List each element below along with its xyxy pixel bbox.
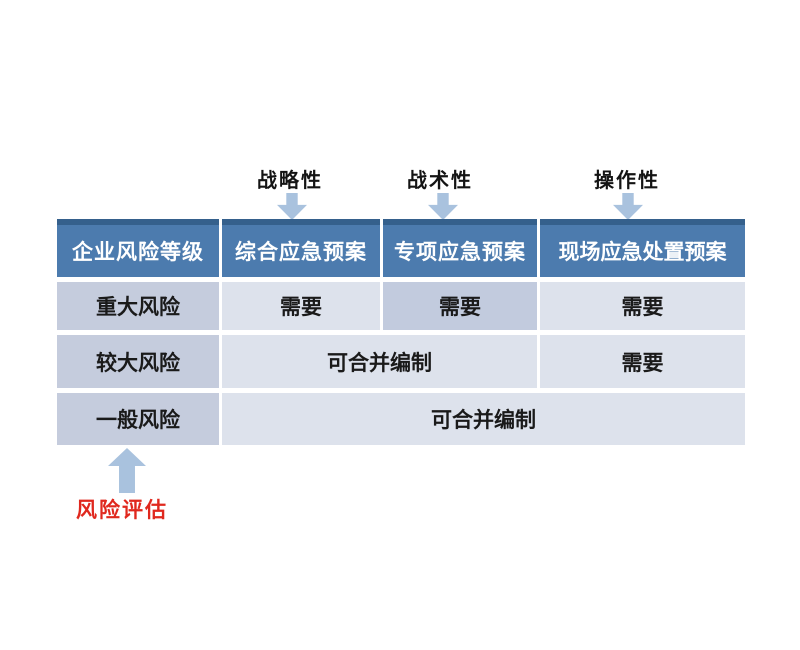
label-operational: 操作性: [594, 170, 660, 192]
col-header-risk-level: 企业风险等级: [57, 219, 219, 277]
arrow-down-icon: [428, 193, 458, 220]
cell-general-merged: 可合并编制: [222, 393, 745, 445]
cell-larger-merged: 可合并编制: [222, 335, 537, 388]
cell-major-onsite: 需要: [540, 282, 745, 330]
cell-major-special: 需要: [383, 282, 537, 330]
label-tactical: 战术性: [407, 170, 473, 192]
cell-larger-onsite: 需要: [540, 335, 745, 388]
cell-major-comprehensive: 需要: [222, 282, 380, 330]
col-header-comprehensive-plan: 综合应急预案: [222, 219, 380, 277]
row-larger-risk-level: 较大风险: [57, 335, 219, 388]
arrow-down-icon: [613, 193, 643, 220]
arrow-down-icon: [277, 193, 307, 220]
label-strategic: 战略性: [257, 170, 323, 192]
row-general-risk-level: 一般风险: [57, 393, 219, 445]
label-risk-assessment: 风险评估: [76, 498, 168, 522]
arrow-up-icon: [108, 448, 146, 493]
col-header-onsite-plan: 现场应急处置预案: [540, 219, 745, 277]
risk-plan-table: 企业风险等级 综合应急预案 专项应急预案 现场应急处置预案 重大风险 需要 需要…: [57, 219, 745, 445]
col-header-special-plan: 专项应急预案: [383, 219, 537, 277]
row-major-risk-level: 重大风险: [57, 282, 219, 330]
